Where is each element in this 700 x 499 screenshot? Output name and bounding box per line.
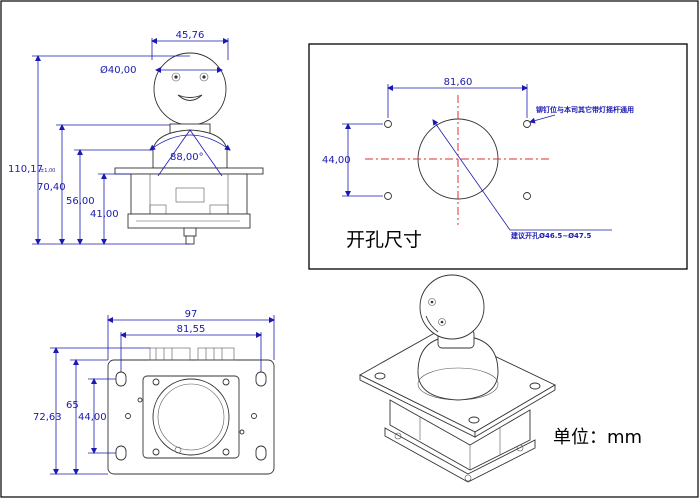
dim-width-top: 45,76 [176,30,205,41]
slot-bottom-right [255,445,267,461]
cutout-frame [308,43,688,270]
dim-angle: 88,00° [170,152,204,163]
iso-ball [419,274,485,340]
dim-hole-spacing-y: 44,00 [322,155,351,166]
dim-height-total: 110,17 [8,164,43,175]
cutout-panel: 81,60 44,00 铆钉位与本司其它带灯摇杆通用 建议开孔Ø46.5~Ø47… [308,43,688,270]
plan-view: 97 81,55 72,63 65 44,00 [33,309,275,475]
dim-ball-diameter: Ø40,00 [100,64,137,76]
dim-slot-spacing-x: 81,55 [177,324,206,335]
iso-smiley-face-icon [425,298,446,333]
unit-label: 单位：mm [553,427,642,448]
side-view: 45,76 Ø40,00 88,00° 110,17 ±1,00 70,40 5… [8,30,264,245]
dim-plate-height: 65 [66,400,79,411]
note-rivet-position: 铆钉位与本司其它带灯摇杆通用 [536,105,634,114]
dim-plate-width: 97 [185,309,198,320]
dim-height-a: 70,40 [37,182,66,193]
center-housing [142,375,240,459]
dim-height-c: 41,00 [90,209,119,220]
dim-height-b: 56,00 [66,196,95,207]
switch-housing [130,173,248,215]
rivet-hole-top-right [523,120,531,128]
rivet-hole-top-left [384,120,392,128]
dim-slot-spacing-y: 44,00 [78,412,107,423]
dim-hole-spacing-x: 81,60 [444,77,473,88]
center-opening [152,378,230,456]
dim-height-total-tol: ±1,00 [40,168,55,174]
dim-plate-height-total: 72,63 [33,412,62,423]
rivet-hole-bottom-left [384,192,392,200]
rivet-hole-bottom-right [523,192,531,200]
smiley-face-icon [171,72,209,101]
cutout-title: 开孔尺寸 [346,229,422,251]
ball-top [153,52,227,126]
isometric-view [359,274,556,483]
base-plate [114,167,264,175]
mounting-plate [107,359,275,475]
note-recommended-hole: 建议开孔Ø46.5~Ø47.5 [511,231,591,240]
